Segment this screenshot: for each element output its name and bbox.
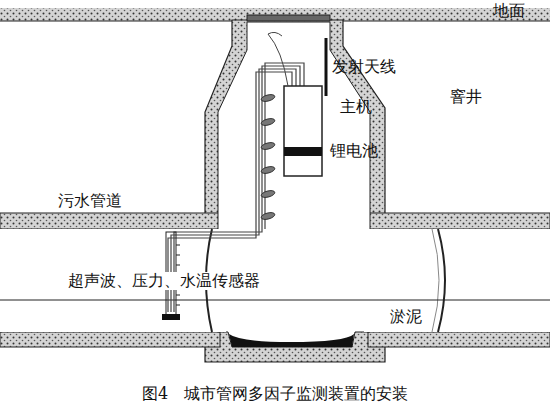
- part-label: 锂电池: [330, 142, 378, 160]
- ground-band: [0, 8, 550, 21]
- part-label: 发射天线: [332, 58, 396, 76]
- pipe-wall: [0, 213, 220, 229]
- pipe-end: [432, 229, 439, 332]
- water-line: [0, 300, 550, 301]
- battery-band: [284, 147, 322, 156]
- part-label: 淤泥: [390, 308, 422, 326]
- pipe-wall: [0, 332, 220, 347]
- sensor-head: [162, 314, 180, 320]
- part-label: 窨井: [450, 88, 482, 106]
- part-label: 主机: [340, 98, 372, 116]
- pipe-wall: [368, 213, 550, 229]
- host-unit: [284, 86, 322, 176]
- pipe-interior: [364, 229, 550, 332]
- manhole-lid: [247, 15, 330, 21]
- antenna: [325, 38, 328, 96]
- wire: [268, 32, 288, 86]
- part-label: 污水管道: [58, 192, 122, 210]
- pipe-wall: [368, 332, 550, 347]
- sludge: [229, 334, 354, 347]
- cable-bracket: [260, 93, 275, 220]
- figure-caption: 图4 城市管网多因子监测装置的安装: [0, 384, 550, 404]
- part-label: 超声波、压力、水温传感器: [66, 272, 262, 290]
- part-label: 地面: [493, 2, 525, 20]
